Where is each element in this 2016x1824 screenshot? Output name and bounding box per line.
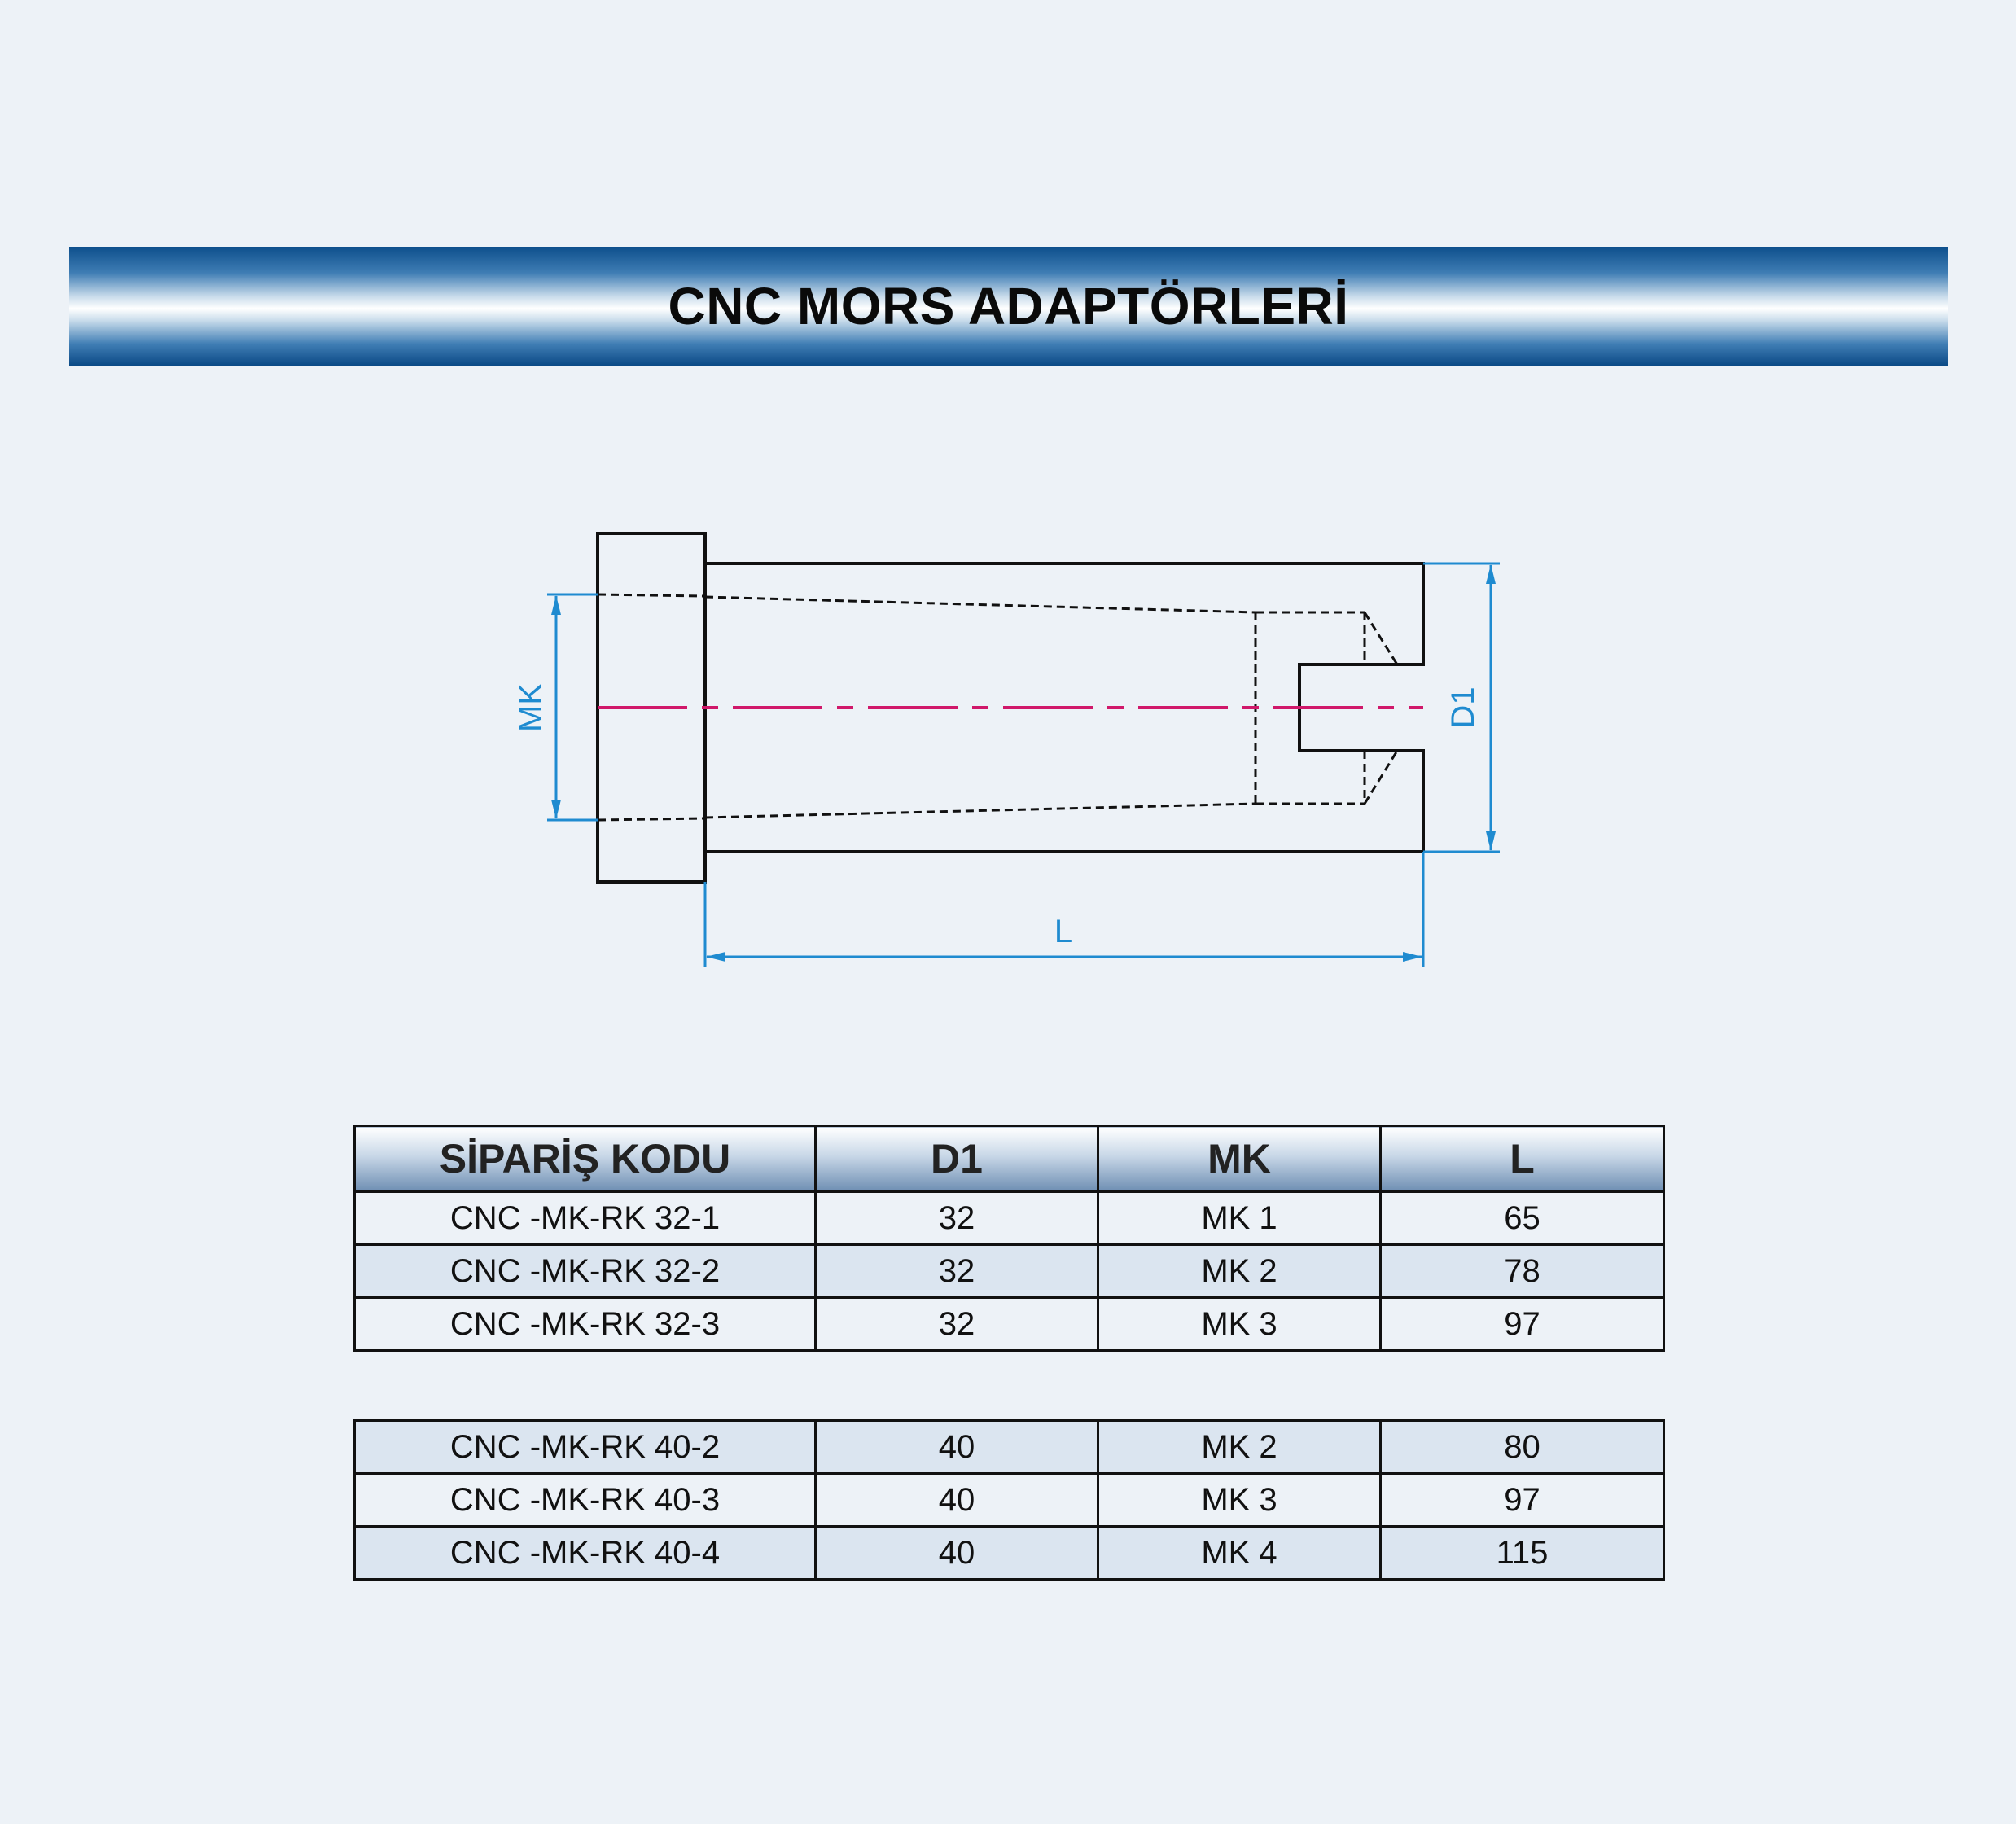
table-row: CNC -MK-RK 32-1 32 MK 1 65 [353, 1190, 1665, 1246]
cell-l: 65 [1379, 1190, 1665, 1246]
cell-order-code: CNC -MK-RK 32-1 [353, 1190, 817, 1246]
hidden-lines [597, 593, 1399, 822]
table-row: CNC -MK-RK 40-4 40 MK 4 115 [353, 1525, 1665, 1581]
header-d1: D1 [814, 1125, 1099, 1193]
cell-order-code: CNC -MK-RK 40-2 [353, 1419, 817, 1475]
dimension-mk [547, 593, 598, 822]
cell-order-code: CNC -MK-RK 40-3 [353, 1472, 817, 1528]
cell-l: 115 [1379, 1525, 1665, 1581]
dimension-d1-label: D1 [1445, 686, 1481, 728]
dimension-d1 [1423, 562, 1500, 853]
cell-l: 97 [1379, 1472, 1665, 1528]
cell-d1: 40 [814, 1472, 1099, 1528]
header-order-code: SİPARİŞ KODU [353, 1125, 817, 1193]
table-row: CNC -MK-RK 40-3 40 MK 3 97 [353, 1472, 1665, 1528]
dimension-l-label: L [1054, 914, 1072, 949]
table-header-row: SİPARİŞ KODU D1 MK L [353, 1125, 1665, 1193]
cell-d1: 32 [814, 1296, 1099, 1352]
spec-table-40: CNC -MK-RK 40-2 40 MK 2 80 CNC -MK-RK 40… [353, 1419, 1665, 1581]
cell-order-code: CNC -MK-RK 32-3 [353, 1296, 817, 1352]
table-row: CNC -MK-RK 40-2 40 MK 2 80 [353, 1419, 1665, 1475]
table-row: CNC -MK-RK 32-3 32 MK 3 97 [353, 1296, 1665, 1352]
cell-mk: MK 3 [1097, 1296, 1382, 1352]
table-row: CNC -MK-RK 32-2 32 MK 2 78 [353, 1243, 1665, 1299]
cell-order-code: CNC -MK-RK 32-2 [353, 1243, 817, 1299]
cell-order-code: CNC -MK-RK 40-4 [353, 1525, 817, 1581]
dimension-l [703, 852, 1425, 967]
cell-d1: 32 [814, 1243, 1099, 1299]
cell-d1: 32 [814, 1190, 1099, 1246]
page-title: CNC MORS ADAPTÖRLERİ [668, 277, 1349, 335]
cell-d1: 40 [814, 1525, 1099, 1581]
cell-d1: 40 [814, 1419, 1099, 1475]
header-mk: MK [1097, 1125, 1382, 1193]
cell-mk: MK 1 [1097, 1190, 1382, 1246]
cell-l: 78 [1379, 1243, 1665, 1299]
header-l: L [1379, 1125, 1665, 1193]
cell-l: 80 [1379, 1419, 1665, 1475]
spec-table-32: SİPARİŞ KODU D1 MK L CNC -MK-RK 32-1 32 … [353, 1125, 1665, 1352]
title-banner: CNC MORS ADAPTÖRLERİ [69, 247, 1948, 366]
cell-mk: MK 2 [1097, 1419, 1382, 1475]
dimension-mk-label: MK [513, 683, 549, 732]
cell-mk: MK 2 [1097, 1243, 1382, 1299]
cell-l: 97 [1379, 1296, 1665, 1352]
technical-drawing: MK D1 L [513, 532, 1500, 967]
cell-mk: MK 4 [1097, 1525, 1382, 1581]
cell-mk: MK 3 [1097, 1472, 1382, 1528]
